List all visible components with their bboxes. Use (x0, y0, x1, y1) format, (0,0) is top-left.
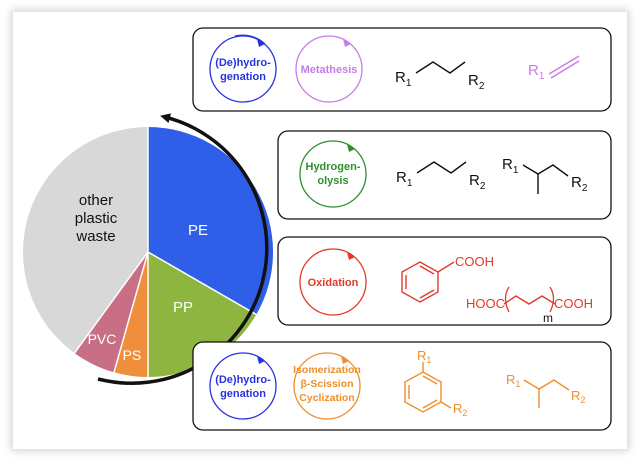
svg-text:R1: R1 (502, 156, 519, 176)
pie-label-pp: PP (173, 299, 193, 316)
label-dehydrogenation-2-2: genation (220, 388, 266, 400)
svg-text:R1: R1 (396, 169, 413, 189)
svg-text:R2: R2 (469, 172, 486, 192)
svg-text:R2: R2 (571, 174, 588, 194)
pie-label-pvc: PVC (88, 331, 117, 347)
circle-dehydrogenation-2 (209, 352, 277, 420)
svg-text:R1: R1 (528, 62, 545, 82)
label-cyclization: Cyclization (299, 392, 354, 404)
svg-text:R1: R1 (506, 372, 520, 389)
circle-dehydrogenation (209, 35, 277, 103)
svg-text:R2: R2 (571, 388, 585, 405)
svg-text:R2: R2 (453, 401, 467, 418)
pie-slice-other (23, 127, 148, 354)
pie-slice-pvc (74, 252, 148, 373)
pie-label-ps: PS (123, 347, 142, 363)
label-oxidation: Oxidation (308, 277, 359, 289)
pie-chart: PE PP PS PVC other plastic waste (23, 126, 274, 377)
pie-label-other-1: other (79, 192, 113, 209)
label-dehydrogenation-1: (De)hydro- (215, 57, 271, 69)
cycle-arrow (97, 113, 269, 385)
pie-label-pe: PE (188, 222, 208, 239)
svg-text:R1: R1 (417, 348, 431, 365)
pie-label-other-3: waste (75, 228, 115, 245)
panel-dehydrogenation-isomerization: (De)hydro- genation Isomerization β-Scis… (192, 341, 612, 431)
label-metathesis: Metathesis (301, 64, 358, 76)
label-hydrogenolysis-1: Hydrogen- (306, 161, 361, 173)
pie-label-other-2: plastic (75, 210, 118, 227)
panel-dehydrogenation-metathesis: (De)hydro- genation Metathesis R1 R2 R1 (192, 27, 612, 112)
figure-frame: PE PP PS PVC other plastic waste (De)hyd… (13, 12, 627, 449)
label-cooh-right: COOH (554, 296, 593, 311)
circle-hydrogenolysis (299, 140, 367, 208)
circle-oxidation (299, 248, 367, 316)
label-cooh-top: COOH (455, 254, 494, 269)
label-dehydrogenation-2-1: (De)hydro- (215, 374, 271, 386)
svg-text:R1: R1 (395, 69, 412, 89)
circle-isomerization (293, 352, 361, 420)
label-dehydrogenation-2: genation (220, 71, 266, 83)
circle-metathesis (295, 35, 363, 103)
label-beta-scission: β-Scission (300, 378, 353, 390)
panel-hydrogenolysis: Hydrogen- olysis R1 R2 R1 R2 (277, 130, 612, 220)
pie-slice-pe (148, 126, 274, 315)
svg-text:R2: R2 (468, 72, 485, 92)
label-hooc: HOOC (466, 296, 505, 311)
panel-oxidation: Oxidation COOH HOOC COOH m (277, 236, 612, 326)
figure-canvas: PE PP PS PVC other plastic waste (De)hyd… (23, 27, 612, 431)
label-isomerization: Isomerization (293, 364, 361, 376)
label-m: m (543, 311, 553, 325)
label-hydrogenolysis-2: olysis (317, 175, 348, 187)
